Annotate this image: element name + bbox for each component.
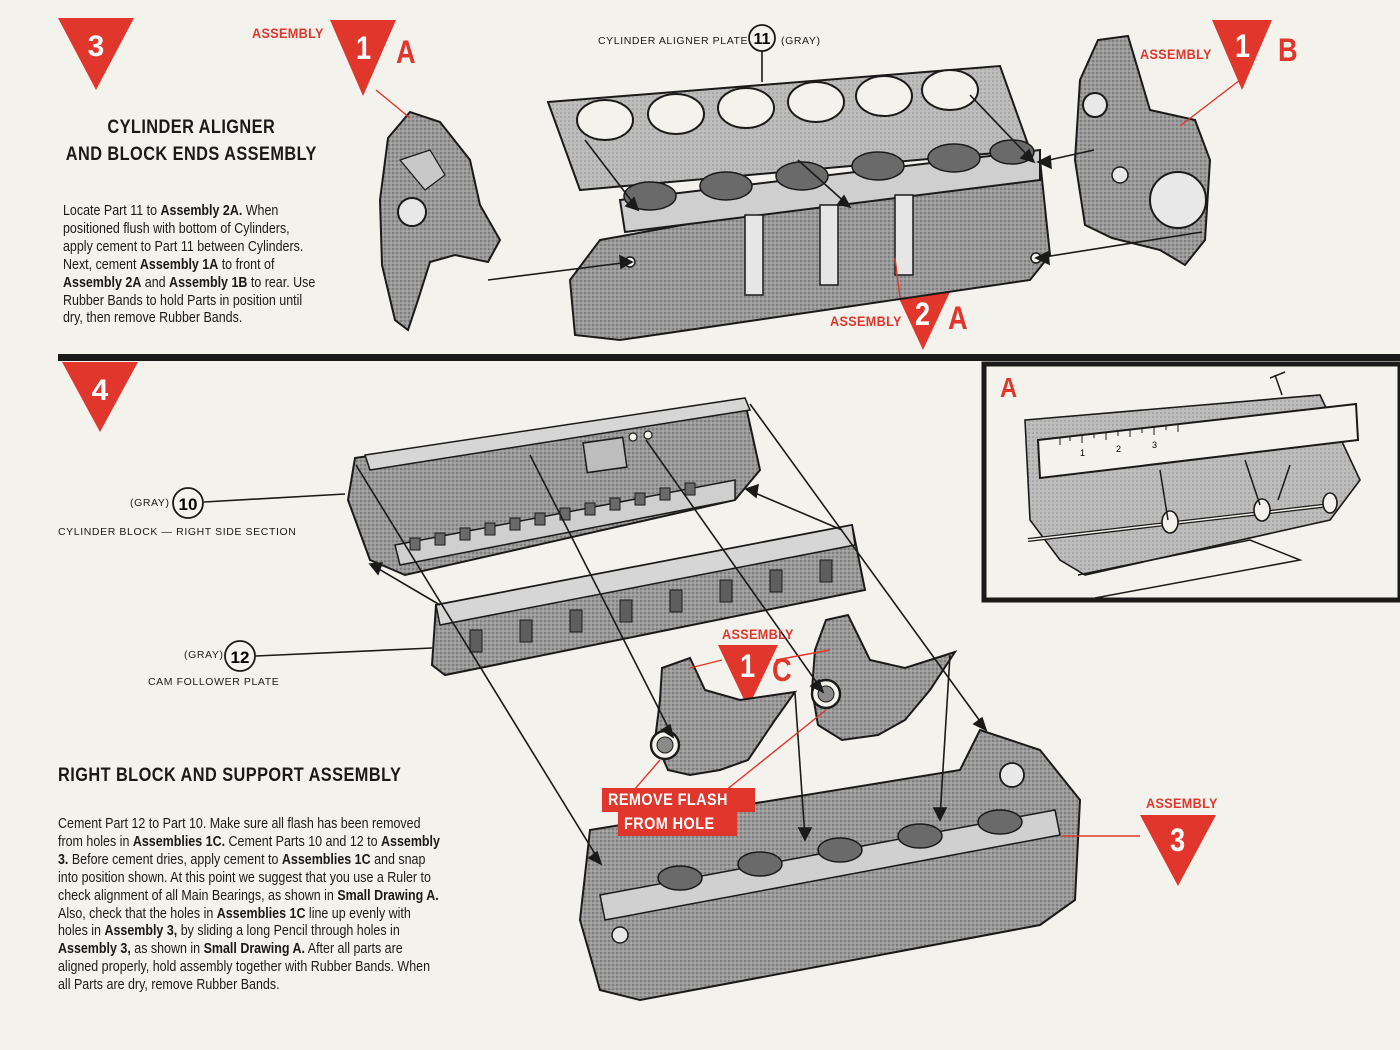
- text-run: Assembly 3,: [104, 923, 178, 940]
- text-run: Locate Part 11 to: [63, 203, 161, 219]
- assembly-2a-number: 2: [915, 296, 931, 332]
- assembly-1c-right-support: [810, 613, 958, 742]
- step-3-title-line1: CYLINDER ALIGNER: [107, 117, 276, 138]
- step-3-number: 3: [88, 30, 105, 63]
- step-4-badge: 4: [62, 362, 138, 432]
- text-run: Also, check that the holes in: [58, 905, 217, 922]
- text-run: When positioned flush with bottom of Cyl…: [63, 203, 304, 273]
- text-run: to rear. Use Rubber Bands to hold Parts …: [63, 274, 316, 327]
- part-11-number: 11: [754, 31, 771, 48]
- text-run: Assemblies 1C.: [132, 833, 226, 850]
- pencil: [1027, 503, 1331, 542]
- text-run: Assembly 2A.: [160, 203, 243, 219]
- part-12-color: (GRAY): [184, 649, 224, 661]
- assembly-2a-letter: A: [948, 300, 968, 336]
- step-3-title: CYLINDER ALIGNER AND BLOCK ENDS ASSEMBLY: [58, 114, 325, 168]
- remove-flash-callout: REMOVE FLASH: [602, 788, 756, 812]
- remove-flash-line2: FROM HOLE: [624, 814, 715, 833]
- assembly-1c-word: ASSEMBLY: [722, 626, 794, 642]
- assembly-1c-number: 1: [740, 648, 756, 684]
- assembly-2a-triangle: [896, 292, 950, 350]
- step-3-badge: 3: [58, 18, 134, 90]
- part-11-cylinder-aligner-plate: [546, 64, 1032, 192]
- step-3-arrows: [487, 94, 1203, 281]
- text-run: by sliding a long Pencil through holes i…: [177, 923, 400, 940]
- part-10-number: 10: [179, 495, 198, 514]
- assembly-1c-letter: C: [772, 652, 792, 688]
- text-run: Assembly 1B: [169, 274, 248, 291]
- ruler-tick-1: 1: [1080, 448, 1085, 458]
- assembly-1a-letter: A: [396, 34, 416, 70]
- step-3-title-line2: AND BLOCK ENDS ASSEMBLY: [65, 144, 317, 165]
- assembly-3-block-part: [578, 728, 1082, 1002]
- assembly-1a-word: ASSEMBLY: [252, 25, 324, 41]
- step-4-number: 4: [92, 374, 109, 407]
- text-run: Small Drawing A.: [337, 887, 439, 904]
- text-run: Small Drawing A.: [203, 941, 305, 958]
- assembly-1b-triangle: [1212, 20, 1272, 90]
- step-4-title: RIGHT BLOCK AND SUPPORT ASSEMBLY: [58, 765, 402, 786]
- part-12-number: 12: [231, 648, 250, 667]
- text-run: and snap into position shown. At this po…: [58, 851, 431, 904]
- text-run: Assemblies 1C: [216, 905, 306, 922]
- part-11-callout: 11: [748, 24, 776, 82]
- ruler: 1 2 3: [1036, 402, 1360, 480]
- step-3-instructions: Locate Part 11 to Assembly 2A. When posi…: [63, 203, 319, 328]
- text-run: Assemblies 1C: [281, 851, 371, 868]
- text-run: and: [141, 274, 170, 291]
- assembly-3-triangle: [1140, 815, 1216, 886]
- text-run: Before cement dries, apply cement to: [68, 851, 282, 868]
- assembly-1c-triangle: [718, 645, 778, 708]
- small-drawing-a-letter: A: [1000, 372, 1018, 403]
- text-run: Assembly 1A: [139, 256, 219, 273]
- text-run: to front of: [218, 256, 275, 273]
- assembly-1b-number: 1: [1235, 28, 1251, 64]
- section-divider: [58, 354, 1400, 361]
- part-12-callout: 12: [224, 640, 433, 672]
- step-4-instructions: Cement Part 12 to Part 10. Make sure all…: [58, 816, 441, 995]
- part-10-color: (GRAY): [130, 497, 170, 509]
- remove-flash-callout-line2: FROM HOLE: [618, 812, 737, 836]
- assembly-1a-number: 1: [356, 30, 372, 66]
- step-4-arrows: [355, 403, 988, 866]
- part-12-label: CAM FOLLOWER PLATE: [148, 676, 280, 688]
- part-11-label: CYLINDER ALIGNER PLATE: [598, 35, 749, 47]
- small-drawing-a-inset: 1 2 3: [981, 361, 1400, 603]
- assembly-1b-letter: B: [1278, 32, 1298, 68]
- text-run: After all parts are aligned properly, ho…: [58, 941, 431, 994]
- assembly-1a-triangle: [330, 20, 396, 96]
- assembly-1b-rear-end-part: [1073, 34, 1212, 267]
- assembly-1b-word: ASSEMBLY: [1140, 46, 1212, 62]
- text-run: as shown in: [130, 941, 204, 958]
- text-run: Assembly 2A: [63, 274, 142, 291]
- assembly-3-word: ASSEMBLY: [1146, 795, 1218, 811]
- assembly-1a-front-end-part: [378, 110, 502, 332]
- text-run: Cement Part 12 to Part 10. Make sure all…: [58, 816, 421, 850]
- assembly-3-number: 3: [1170, 822, 1186, 858]
- assembly-2a-block-part: [568, 139, 1052, 342]
- part-12-cam-follower-plate: [430, 523, 867, 677]
- part-10-cylinder-block-right-side: [346, 397, 762, 577]
- text-run: Assembly 3,: [58, 941, 131, 958]
- text-run: line up evenly with holes in: [58, 905, 411, 940]
- ruler-tick-2: 2: [1116, 444, 1121, 454]
- step-3-leader-lines: [375, 79, 1241, 299]
- remove-flash-line1: REMOVE FLASH: [608, 790, 728, 809]
- step-4-leader-lines: [633, 649, 1140, 837]
- text-run: Cement Parts 10 and 12 to: [225, 833, 382, 850]
- text-run: Assembly 3.: [58, 833, 440, 868]
- part-10-label: CYLINDER BLOCK — RIGHT SIDE SECTION: [58, 526, 297, 538]
- ruler-tick-3: 3: [1152, 440, 1157, 450]
- part-10-callout: 10: [172, 487, 346, 519]
- part-11-color: (GRAY): [781, 35, 821, 47]
- assembly-2a-word: ASSEMBLY: [830, 313, 902, 329]
